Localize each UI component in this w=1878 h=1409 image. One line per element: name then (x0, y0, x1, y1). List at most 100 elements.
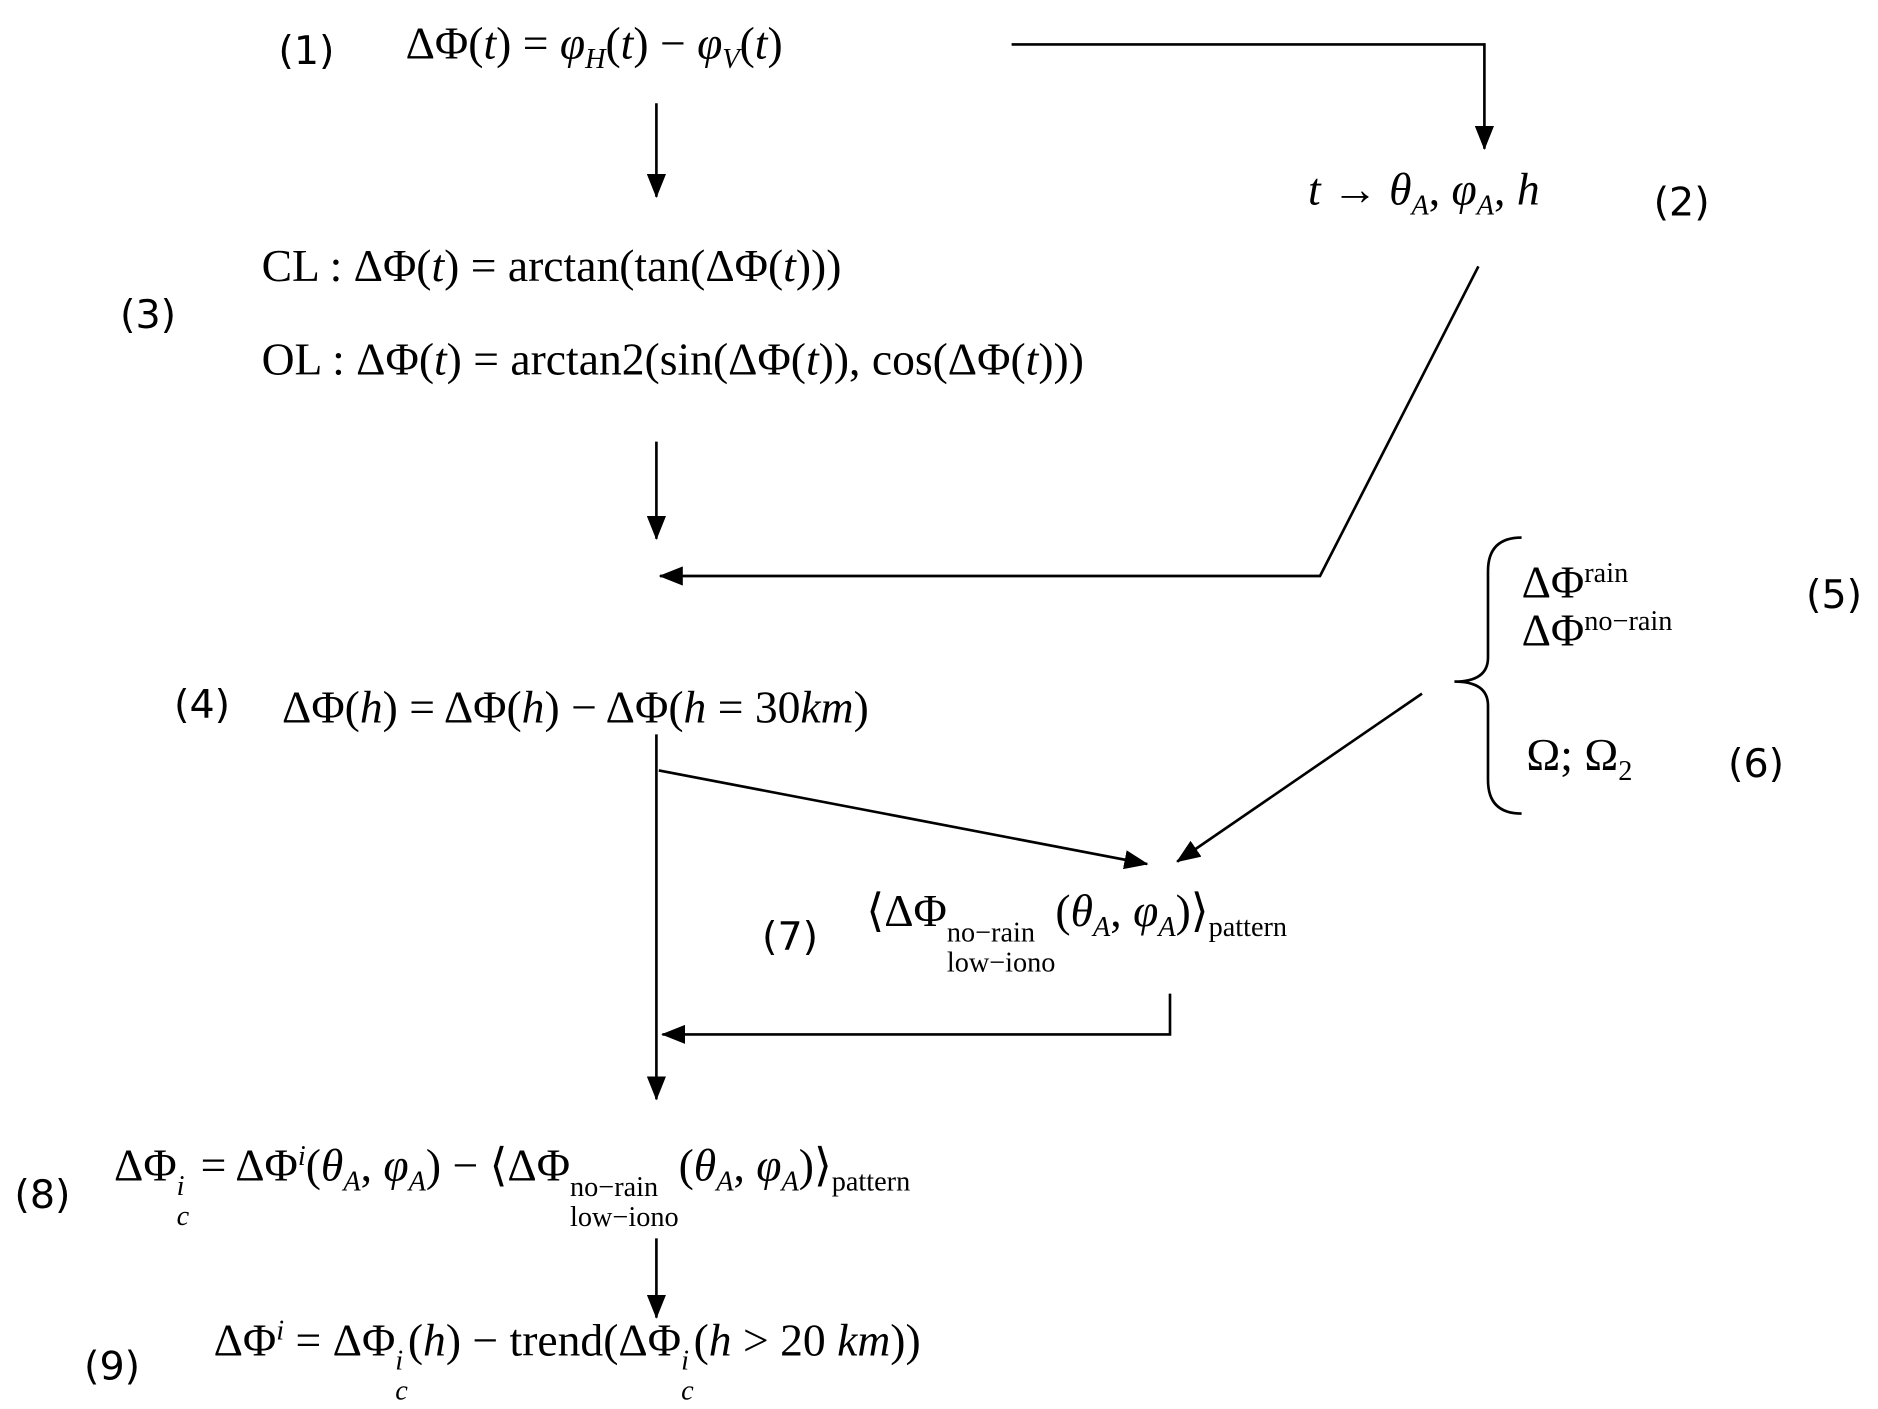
equation-term: t (1025, 334, 1039, 386)
equation-term: , (360, 1140, 384, 1192)
arrow-7-to-8 (661, 993, 1172, 1045)
equation-term: ΔΦ (1521, 558, 1585, 609)
equation-5-rain: ΔΦrain (1522, 560, 1629, 606)
subscript: c (681, 1375, 694, 1407)
step-label-1: (1) (278, 27, 335, 74)
equation-term: A (781, 1166, 799, 1198)
subscript: low−iono (946, 947, 1056, 979)
equation-term: ) − ⟨ΔΦ (425, 1140, 571, 1192)
equation-1-phase-difference: ΔΦ(t) = φH(t) − φV(t) (406, 21, 783, 75)
equation-term: h (1516, 165, 1540, 216)
equation-term: A (343, 1166, 361, 1198)
equation-term: )⟩ (798, 1140, 832, 1192)
arrow-56-to-7 (1176, 692, 1423, 863)
equation-term: = ΔΦ (189, 1140, 298, 1192)
equation-term: h (423, 1315, 446, 1367)
equation-term: = 30 (706, 682, 801, 734)
equation-term: θ (320, 1140, 344, 1192)
equation-term: ΔΦ( (282, 682, 360, 734)
equation-term: θ (693, 1140, 717, 1192)
equation-term: km (837, 1315, 891, 1367)
equation-term: → (1320, 165, 1390, 216)
equation-term: pattern (1208, 912, 1288, 944)
superscript: i (176, 1170, 185, 1202)
step-label-7: (7) (762, 912, 819, 960)
equation-term: ))) (795, 241, 842, 292)
equation-term: ) (853, 682, 869, 734)
equation-term: ) − (633, 18, 698, 70)
equation-term: φ (697, 18, 723, 70)
superscript: i (395, 1345, 404, 1377)
equation-term: rain (1584, 558, 1629, 590)
arrow-2-to-4 (658, 265, 1480, 586)
equation-term: ⟨ΔΦ (866, 886, 947, 937)
equation-term: no−rain (1584, 606, 1673, 638)
equation-term: ( (739, 18, 755, 70)
equation-term: ) = (496, 18, 560, 70)
equation-term: i (276, 1315, 285, 1347)
equation-term: , (1110, 886, 1134, 937)
equation-term: t (431, 241, 445, 292)
equation-term: φ (559, 18, 586, 70)
equation-term: ( (605, 18, 621, 70)
equation-term: t (620, 18, 634, 70)
equation-term: ( (678, 1140, 694, 1192)
equation-term: )) (890, 1315, 921, 1367)
superscript: i (681, 1345, 689, 1377)
equation-term: ( (693, 1315, 709, 1367)
equation-term: )), cos(ΔΦ( (818, 334, 1026, 386)
equation-term: 2 (1618, 755, 1633, 788)
equation-4-height-reference: ΔΦ(h) = ΔΦ(h) − ΔΦ(h = 30km) (282, 685, 869, 731)
equation-6-omega: Ω; Ω2 (1526, 733, 1632, 787)
equation-3-closed-loop: CL : ΔΦ(t) = arctan(tan(ΔΦ(t))) (262, 244, 842, 290)
equation-term: V (722, 44, 740, 76)
equation-term: CL : ΔΦ( (261, 241, 432, 292)
curly-brace (1454, 536, 1522, 815)
equation-term: t (805, 334, 819, 386)
step-label-4: (4) (174, 681, 231, 728)
equation-term: φ (1133, 886, 1159, 937)
equation-term: )⟩ (1175, 886, 1209, 937)
equation-term: pattern (831, 1166, 911, 1198)
subscript: low−iono (570, 1201, 679, 1233)
equation-term: A (1093, 912, 1111, 944)
equation-term: ) = ΔΦ( (382, 682, 522, 734)
equation-term: H (585, 44, 606, 76)
equation-5-no-rain: ΔΦno−rain (1522, 608, 1673, 654)
equation-term: ))) (1038, 334, 1084, 386)
equation-term: ΔΦ( (405, 18, 484, 70)
superscript: no−rain (946, 917, 1035, 949)
arrow-1-to-2 (1011, 43, 1495, 151)
equation-term: θ (1389, 165, 1412, 216)
equation-term: A (1411, 190, 1429, 222)
step-label-5: (5) (1806, 570, 1863, 618)
equation-term: t (754, 18, 768, 70)
step-label-2: (2) (1653, 178, 1710, 226)
equation-term: ( (407, 1315, 424, 1367)
step-label-8: (8) (14, 1170, 71, 1218)
equation-term: h (359, 682, 383, 734)
equation-term: ) − trend(ΔΦ (445, 1315, 682, 1367)
equation-term: ) = arctan2(sin(ΔΦ( (446, 334, 806, 386)
equation-term: ΔΦ (213, 1315, 277, 1367)
equation-term: h (708, 1315, 732, 1367)
equation-term: φ (756, 1140, 782, 1192)
equation-term: ) = arctan(tan(ΔΦ( (444, 241, 784, 292)
equation-term: A (408, 1166, 426, 1198)
equation-term: i (297, 1141, 306, 1173)
equation-2-time-to-angles: t → θA, φA, h (1308, 168, 1540, 222)
equation-term: t (434, 334, 447, 386)
equation-term: ) (767, 18, 783, 70)
equation-term: ) − ΔΦ( (544, 682, 684, 734)
step-label-6: (6) (1728, 739, 1785, 787)
equation-term: h (683, 682, 707, 734)
equation-term: , (1428, 165, 1452, 216)
equation-term: t (483, 18, 497, 70)
